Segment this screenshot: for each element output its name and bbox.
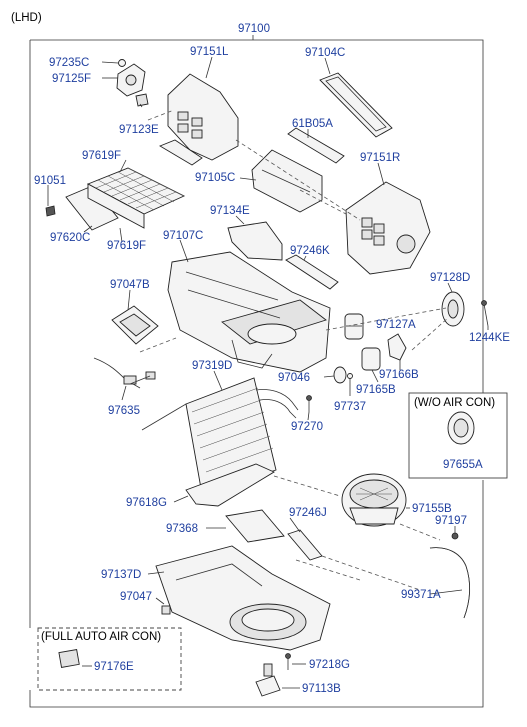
bracket-97047b (111, 305, 159, 345)
label-97155b: 97155B (412, 503, 452, 515)
label-97137d: 97137D (101, 569, 141, 581)
sensor-97270 (306, 395, 312, 412)
label-97166b: 97166B (379, 369, 419, 381)
label-97368: 97368 (166, 523, 198, 535)
label-97635: 97635 (108, 405, 140, 417)
drain-hose-99371a (429, 547, 470, 619)
label-97151r: 97151R (360, 152, 400, 164)
label-97113b: 97113B (302, 683, 341, 695)
label-97151l: 97151L (190, 46, 229, 58)
actuator-97125f (116, 63, 146, 97)
label-97618g: 97618G (126, 497, 167, 509)
clip-97047 (161, 605, 171, 615)
clip-97123e (135, 93, 149, 107)
label-97655a: 97655A (443, 459, 483, 471)
pad-97368 (225, 509, 285, 543)
cabin-filter-97619f (86, 167, 186, 229)
label-97319d: 97319D (192, 360, 232, 372)
foam-97127a (344, 313, 364, 340)
label-97127a: 97127A (376, 319, 416, 331)
label-91051: 91051 (34, 175, 66, 187)
sensor-97176e (58, 649, 80, 668)
lever-97166b (387, 333, 407, 361)
label-97047: 97047 (120, 591, 152, 603)
label-97270: 97270 (291, 421, 323, 433)
pad-97134e (227, 221, 283, 261)
seal-97246j (287, 529, 323, 561)
duct-97105c (251, 149, 323, 213)
housing-97151r (345, 181, 431, 275)
label-97128d: 97128D (430, 272, 470, 284)
clip-91051 (45, 205, 56, 217)
label-97134e: 97134E (210, 205, 250, 217)
label-97197: 97197 (435, 515, 467, 527)
label-97165b: 97165B (356, 384, 396, 396)
bolt-1244ke (481, 300, 489, 327)
evaporator-97319d (141, 377, 299, 495)
label-97047b: 97047B (110, 279, 150, 291)
clip-97737 (347, 373, 353, 379)
wo-air-con-title: (W/O AIR CON) (414, 397, 495, 409)
duct-97151l (158, 73, 239, 166)
harness-97635 (93, 357, 156, 389)
blower-motor-97155b (341, 473, 407, 527)
leader-lines (47, 56, 489, 689)
drain-tray-97618g (185, 463, 275, 507)
variant-label: (LHD) (11, 12, 42, 24)
label-97737: 97737 (334, 401, 366, 413)
seal-97104c (319, 72, 393, 138)
seal-97128d (441, 291, 465, 327)
label-97125f: 97125F (52, 73, 91, 85)
label-97176e: 97176E (94, 661, 134, 673)
wo-air-con-box: (W/O AIR CON) (408, 392, 508, 479)
label-97123e: 97123E (119, 124, 159, 136)
heater-case-97107c (167, 251, 331, 373)
grommet-97046 (333, 366, 347, 384)
full-auto-title: (FULL AUTO AIR CON) (41, 631, 161, 643)
label-97218g: 97218G (309, 659, 350, 671)
label-97235c: 97235C (49, 57, 89, 69)
label-97619f-bottom: 97619F (107, 240, 146, 252)
filter-frame-97620c (65, 185, 119, 231)
screw-97218g (285, 653, 291, 670)
label-97246j: 97246J (289, 507, 327, 519)
part-labels: 97235C 97125F 97123E 97151L 97104C 61B05… (34, 46, 510, 695)
full-auto-air-con-box: (FULL AUTO AIR CON) (37, 627, 182, 691)
label-61b05a: 61B05A (292, 118, 333, 130)
seal-97246k (285, 254, 339, 290)
label-97104c: 97104C (305, 47, 345, 59)
label-97105c: 97105C (195, 172, 235, 184)
label-97620c: 97620C (50, 232, 90, 244)
label-97246k: 97246K (290, 245, 330, 257)
label-97107c: 97107C (163, 230, 203, 242)
label-99371a: 99371A (401, 589, 441, 601)
assembly-number: 97100 (238, 23, 270, 35)
actuator-97113b (255, 663, 281, 697)
assembly-frame (29, 35, 484, 708)
cap-97235c (118, 59, 126, 67)
cover-61b05a (287, 127, 345, 164)
blower-case-97137d (155, 545, 331, 651)
screw-97197 (451, 532, 459, 540)
label-97619f-top: 97619F (82, 150, 121, 162)
foam-97165b (361, 347, 381, 371)
label-1244ke: 1244KE (469, 332, 510, 344)
label-97046: 97046 (278, 372, 310, 384)
